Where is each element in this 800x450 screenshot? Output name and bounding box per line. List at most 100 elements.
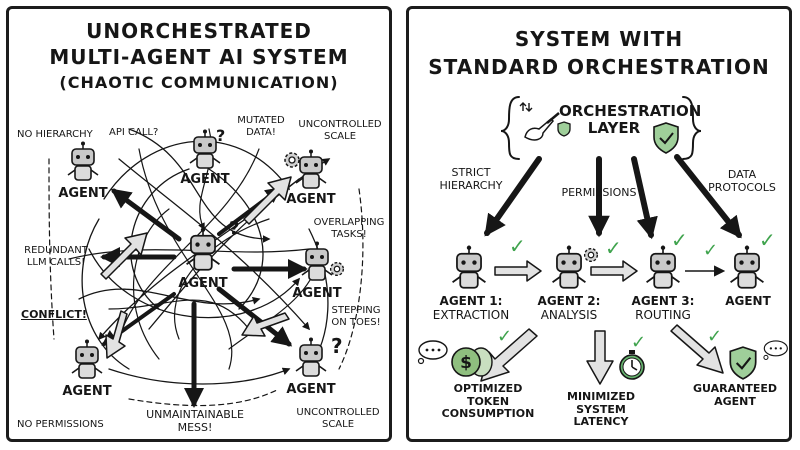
outcome-minimized-latency: MINIMIZED SYSTEM LATENCY xyxy=(551,390,651,429)
agent-label-bottom-left: AGENT xyxy=(62,384,112,399)
agent-1-line1: AGENT 1: xyxy=(439,294,503,308)
check-icon: ✓ xyxy=(707,326,723,347)
left-title-line1: UNORCHESTRATED xyxy=(86,19,312,43)
edge-label-permissions: PERMISSIONS xyxy=(561,186,637,199)
check-icon: ✓ xyxy=(605,236,622,260)
money-coin-icon: $ xyxy=(451,347,493,377)
outcome-optimized-line3: CONSUMPTION xyxy=(441,407,535,421)
agent-label-center: AGENT xyxy=(178,276,228,291)
robot-icon xyxy=(452,245,486,289)
shield-check-icon xyxy=(557,121,571,137)
note-uncontrolled-scale-bottom-line2: SCALE xyxy=(321,418,355,430)
orchestration-line2: LAYER xyxy=(587,119,641,138)
edge-strict-line1: STRICT xyxy=(451,166,491,179)
check-icon: ✓ xyxy=(631,332,647,353)
check-icon: ✓ xyxy=(509,234,526,258)
agent-1-label: AGENT 1: EXTRACTION xyxy=(423,294,519,323)
note-uncontrolled-scale-top: UNCONTROLLED SCALE xyxy=(295,119,385,142)
left-subtitle: (CHAOTIC COMMUNICATION) xyxy=(59,73,339,92)
note-no-hierarchy: NO HIERARCHY xyxy=(17,129,93,140)
robot-icon xyxy=(186,227,220,271)
orchestration-layer-label: ORCHESTRATION LAYER xyxy=(559,102,702,138)
shield-check-icon xyxy=(729,346,757,380)
gear-icon xyxy=(329,261,345,277)
note-overlapping-tasks-line1: OVERLAPPING xyxy=(313,217,385,228)
note-no-permissions: NO PERMISSIONS xyxy=(17,419,104,430)
question-mark-icon: ? xyxy=(216,126,226,145)
right-title-line1: SYSTEM WITH xyxy=(514,27,684,51)
outcome-guaranteed-line1: GUARANTEED xyxy=(693,382,777,395)
outcome-guaranteed-line2: AGENT xyxy=(714,394,756,408)
check-icon: ✓ xyxy=(671,228,688,252)
agent-3-label: AGENT 3: ROUTING xyxy=(615,294,711,323)
robot-icon xyxy=(295,337,327,377)
note-mutated-data-line2: DATA! xyxy=(246,126,276,138)
note-redundant-calls: REDUNDANT LLM CALLS! xyxy=(15,245,97,268)
agent-1-line2: EXTRACTION xyxy=(432,307,510,322)
agent-label-bottom-right: AGENT xyxy=(286,382,336,397)
orchestration-line1: ORCHESTRATION xyxy=(559,102,702,120)
outcome-minimized-line1: MINIMIZED xyxy=(567,390,635,403)
outcome-optimized-token: OPTIMIZED TOKEN CONSUMPTION xyxy=(433,382,543,421)
note-redundant-calls-line1: REDUNDANT xyxy=(24,245,88,256)
robot-icon xyxy=(301,241,333,281)
robot-icon xyxy=(295,149,327,189)
note-stepping-line2: ON TOES! xyxy=(331,316,381,328)
note-stepping-on-toes: STEPPING ON TOES! xyxy=(321,305,389,328)
gear-icon xyxy=(284,152,300,168)
robot-icon xyxy=(71,339,103,379)
robot-icon xyxy=(552,245,586,289)
edge-label-data-protocols: DATA PROTOCOLS xyxy=(697,168,787,194)
edge-label-strict-hierarchy: STRICT HIERARCHY xyxy=(431,166,511,192)
edge-data-line1: DATA xyxy=(727,168,757,181)
note-uncontrolled-scale-top-line1: UNCONTROLLED xyxy=(298,119,382,130)
note-unmaintainable-mess: UNMAINTAINABLE MESS! xyxy=(135,408,255,434)
note-conflict: CONFLICT! xyxy=(21,308,87,321)
robot-icon xyxy=(730,245,764,289)
question-mark-icon: ? xyxy=(229,218,240,239)
note-api-call: API CALL? xyxy=(109,127,159,138)
note-overlapping-tasks-line2: TASKS! xyxy=(331,228,367,240)
shield-check-icon xyxy=(653,122,679,154)
agent-2-line1: AGENT 2: xyxy=(537,294,601,308)
svg-text:$: $ xyxy=(460,353,472,373)
agent-3-line2: ROUTING xyxy=(635,307,691,322)
note-overlapping-tasks: OVERLAPPING TASKS! xyxy=(309,217,389,240)
robot-icon xyxy=(189,129,221,169)
chaos-arrows-layer xyxy=(48,128,364,408)
note-uncontrolled-scale-bottom-line1: UNCONTROLLED xyxy=(296,407,380,418)
thought-bubble-icon xyxy=(763,340,788,360)
note-redundant-calls-line2: LLM CALLS! xyxy=(26,256,86,268)
note-stepping-line1: STEPPING xyxy=(331,305,381,316)
left-title-line2: MULTI-AGENT AI SYSTEM xyxy=(49,45,349,69)
question-mark-icon: ? xyxy=(331,334,343,358)
magic-wand-icon xyxy=(519,102,560,141)
outcome-minimized-line2: SYSTEM xyxy=(576,402,626,416)
stopwatch-icon xyxy=(619,350,645,380)
note-unmaintainable-line1: UNMAINTAINABLE xyxy=(146,408,244,421)
note-mutated-data-line1: MUTATED xyxy=(237,115,285,126)
gear-icon xyxy=(583,247,599,263)
note-uncontrolled-scale-bottom: UNCONTROLLED SCALE xyxy=(291,407,385,430)
orchestrated-panel: SYSTEM WITH STANDARD ORCHESTRATION ORCHE… xyxy=(406,6,792,442)
agent-label-top-right: AGENT xyxy=(286,192,336,207)
edge-data-line2: PROTOCOLS xyxy=(708,180,776,194)
agent-3-line1: AGENT 3: xyxy=(631,294,695,308)
outcome-guaranteed-agent: GUARANTEED AGENT xyxy=(685,382,785,408)
agent-label-top-center: AGENT xyxy=(180,172,230,187)
outcome-optimized-line1: OPTIMIZED xyxy=(453,382,523,395)
agent-2-label: AGENT 2: ANALYSIS xyxy=(521,294,617,323)
edge-strict-line2: HIERARCHY xyxy=(439,178,503,192)
robot-icon xyxy=(646,245,680,289)
note-unmaintainable-line2: MESS! xyxy=(177,420,213,434)
orchestration-arrows-layer xyxy=(480,96,742,385)
outcome-optimized-line2: TOKEN xyxy=(466,394,510,408)
agent-2-line2: ANALYSIS xyxy=(540,307,598,322)
agent-label-mid-right: AGENT xyxy=(292,286,342,301)
note-mutated-data: MUTATED DATA! xyxy=(231,115,291,138)
outcome-minimized-line3: LATENCY xyxy=(573,415,629,429)
agent-4-label: AGENT xyxy=(725,294,771,308)
robot-icon xyxy=(67,141,99,181)
agent-label-top-left: AGENT xyxy=(58,186,108,201)
check-icon: ✓ xyxy=(703,240,719,261)
